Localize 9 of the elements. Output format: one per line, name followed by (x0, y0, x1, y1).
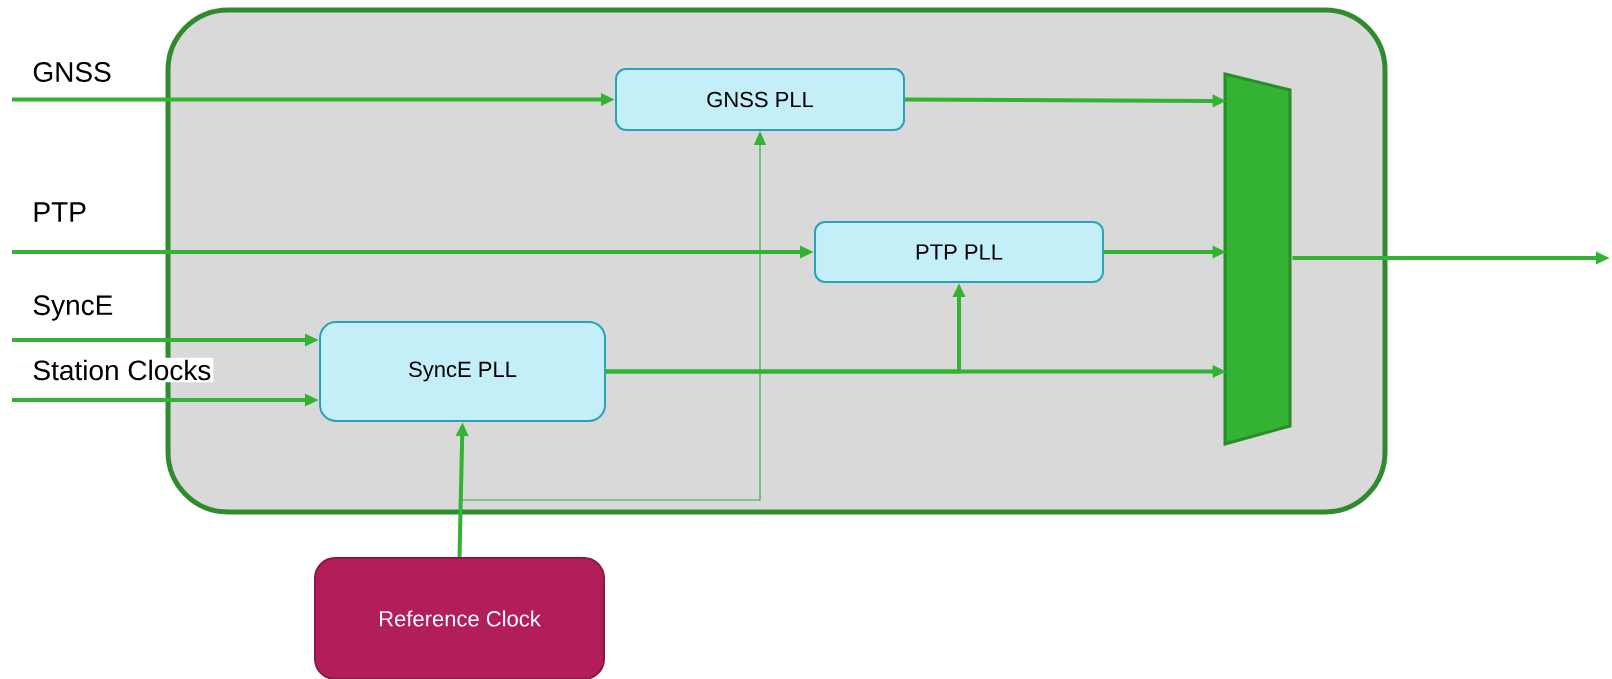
signal-label: GNSS (30, 60, 114, 84)
signal-label: SyncE (30, 293, 116, 323)
signal-label: PTP (30, 200, 89, 224)
reference-clock-box: Reference Clock (314, 557, 605, 679)
signal-label: Station Clocks (30, 357, 214, 383)
pll-box: SyncE PLL (319, 321, 606, 422)
multiplexer-trapezoid (1223, 72, 1292, 446)
pll-box: GNSS PLL (615, 68, 905, 131)
pll-box: PTP PLL (814, 221, 1104, 283)
